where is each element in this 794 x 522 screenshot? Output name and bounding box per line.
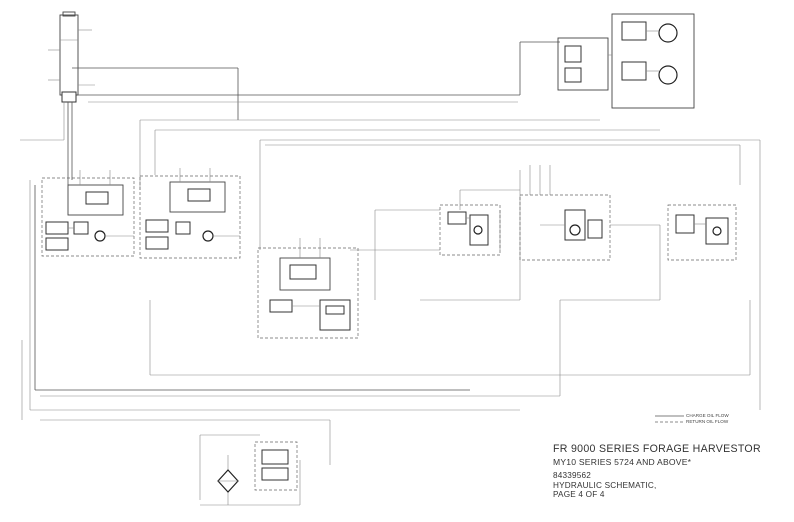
- legend-lines: [655, 415, 684, 423]
- valve-block-center: [257, 238, 359, 339]
- valve-block-mid-right: [439, 204, 501, 256]
- valve-block-center-left: [139, 168, 241, 259]
- valve-block-right: [519, 194, 611, 261]
- valve-block-left: [41, 170, 135, 257]
- description-line-1: HYDRAULIC SCHEMATIC,: [553, 481, 657, 490]
- hydraulic-lines: [20, 41, 761, 506]
- reservoir-tank: [48, 11, 95, 103]
- drawing-subtitle: MY10 SERIES 5724 AND ABOVE*: [553, 457, 692, 467]
- part-number: 84339562: [553, 471, 592, 480]
- legend-return-label: RETURN OIL FLOW: [686, 419, 729, 424]
- valve-block-far-right: [667, 204, 737, 261]
- drawing-title: FR 9000 SERIES FORAGE HARVESTOR: [553, 443, 761, 455]
- motor-valve-cluster-top-right: [557, 13, 695, 109]
- description-line-2: PAGE 4 OF 4: [553, 490, 605, 499]
- legend-charge-label: CHARGE OIL FLOW: [686, 413, 729, 418]
- filter-pump-module: [217, 441, 298, 493]
